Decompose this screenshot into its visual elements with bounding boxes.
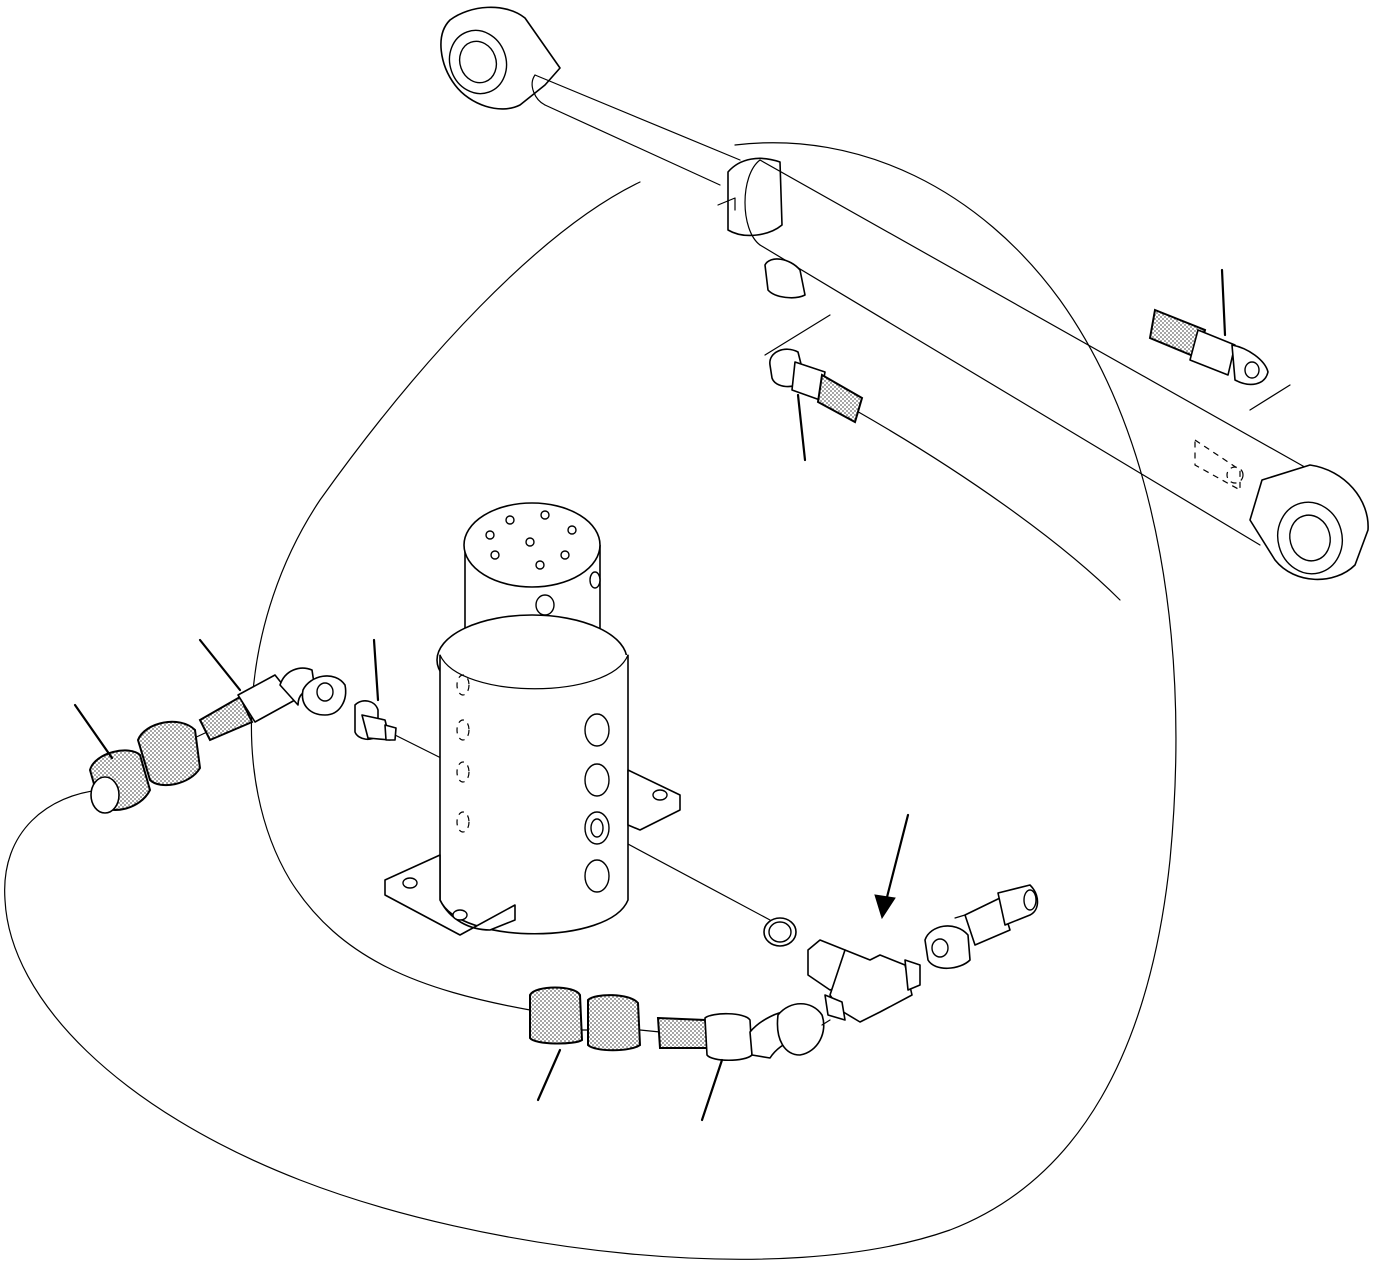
hydraulic-cylinder [440, 6, 1369, 581]
o-ring [763, 917, 797, 947]
elbow-fitting [807, 813, 1039, 1023]
cylinder-fitting-lower [769, 348, 864, 462]
swivel-joint [384, 502, 681, 936]
cylinder-fitting-upper [1148, 268, 1269, 386]
hose-fitting-left [73, 638, 347, 814]
hose-fitting-bottom [529, 986, 831, 1122]
adapter-nipple [354, 638, 397, 741]
